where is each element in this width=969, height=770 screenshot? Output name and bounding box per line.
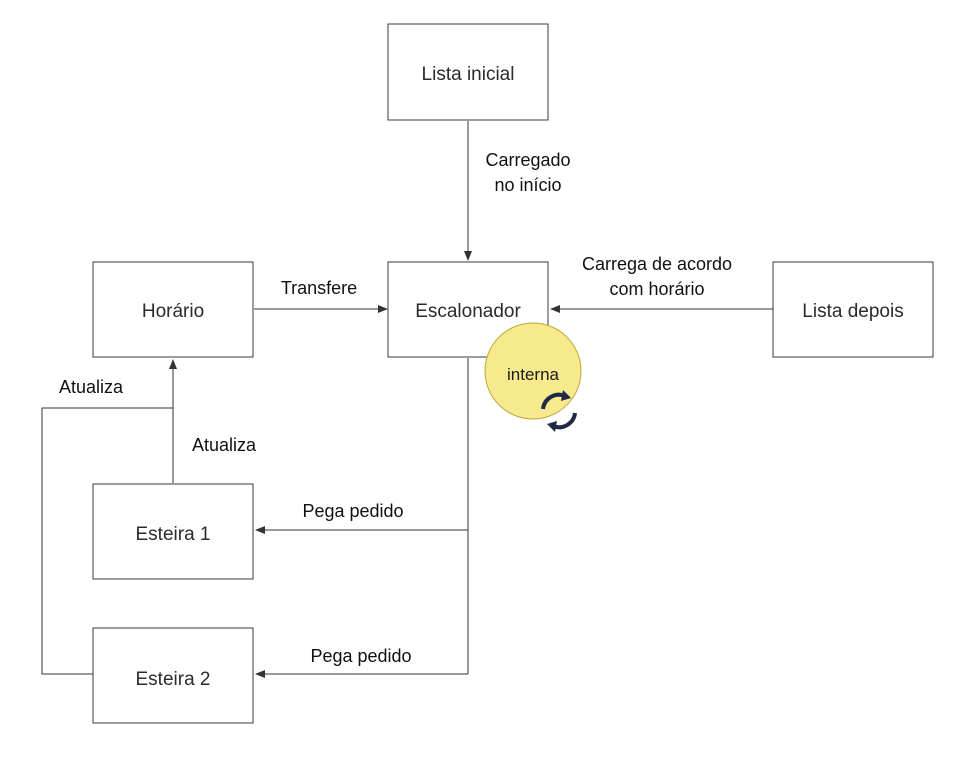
edge-label-pega-pedido-2: Pega pedido [310, 646, 411, 666]
internal-process-badge: interna [484, 322, 582, 432]
node-lista-depois[interactable]: Lista depois [772, 261, 934, 358]
edge-esteira-2-to-horario [41, 407, 173, 675]
node-lista-inicial[interactable]: Lista inicial [387, 23, 549, 121]
node-label-horario: Horário [142, 301, 204, 322]
node-label-esteira-2: Esteira 2 [136, 669, 211, 690]
edge-label-carrega-line1: Carrega de acordo [582, 254, 732, 274]
edge-label-atualiza-esteira-1: Atualiza [192, 435, 257, 455]
internal-label: interna [507, 365, 560, 384]
node-label-escalonador: Escalonador [415, 301, 521, 322]
edge-label-carrega-line2: com horário [609, 279, 704, 299]
edge-label-atualiza-esteira-2: Atualiza [59, 377, 124, 397]
edge-label-carregado-line1: Carregado [485, 150, 570, 170]
node-label-lista-inicial: Lista inicial [422, 64, 515, 85]
edge-label-transfere: Transfere [281, 278, 357, 298]
edge-label-pega-pedido-1: Pega pedido [302, 501, 403, 521]
node-esteira-1[interactable]: Esteira 1 [92, 483, 254, 580]
node-label-esteira-1: Esteira 1 [136, 524, 211, 545]
node-label-lista-depois: Lista depois [802, 301, 903, 322]
refresh-cycle-icon [541, 390, 577, 432]
node-horario[interactable]: Horário [92, 261, 254, 358]
edge-label-carregado-line2: no início [494, 175, 561, 195]
node-esteira-2[interactable]: Esteira 2 [92, 627, 254, 724]
edges [41, 121, 773, 678]
edge-labels: Carregado no início Transfere Carrega de… [59, 150, 732, 666]
